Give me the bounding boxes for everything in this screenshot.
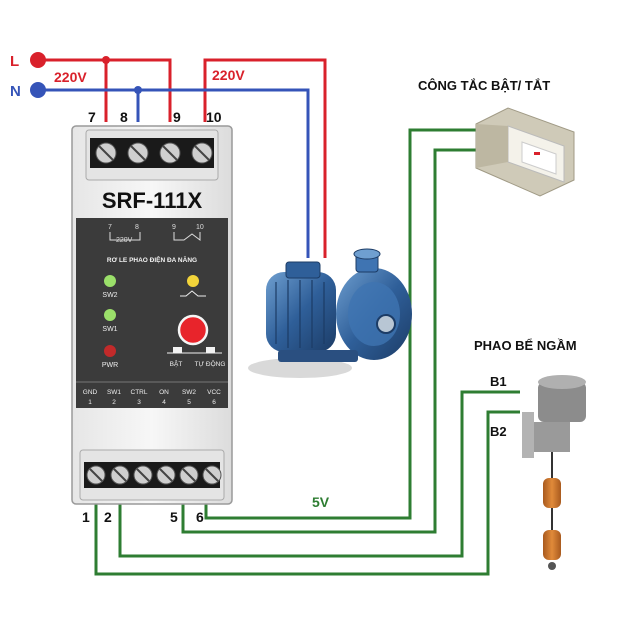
mode-auto-label: TỰ ĐỘNG (195, 359, 226, 368)
line-junction-dot (102, 56, 110, 64)
svg-text:2: 2 (112, 399, 116, 406)
neutral-wire (38, 88, 310, 258)
led-sw1-label: SW1 (102, 326, 117, 333)
bottom-pin-names: GND SW1 CTRL ON SW2 VCC 1 2 3 4 5 6 (83, 389, 221, 406)
led-pwr-label: PWR (102, 362, 118, 369)
terminal-number-9: 9 (173, 109, 181, 125)
diagram-voltage: 220V (116, 237, 133, 244)
terminal-number-10: 10 (206, 109, 222, 125)
led-sw2-label: SW2 (102, 292, 117, 299)
float-b2-label: B2 (490, 424, 507, 439)
neutral-junction-dot (134, 86, 142, 94)
svg-text:1: 1 (88, 399, 92, 406)
svg-text:VCC: VCC (207, 389, 221, 396)
mode-bat-label: BẬT (170, 359, 183, 368)
led-pump-status (187, 275, 199, 287)
svg-text:CTRL: CTRL (131, 389, 148, 396)
terminal-number-1: 1 (82, 509, 90, 525)
relay-subtitle: RƠ LE PHAO ĐIỆN ĐA NĂNG (107, 255, 197, 264)
water-pump (248, 248, 412, 378)
relay-front-panel (76, 218, 228, 408)
terminal-number-2: 2 (104, 509, 112, 525)
diagram-pin-9: 9 (172, 224, 176, 231)
float-switch (522, 375, 586, 570)
diagram-pin-8: 8 (135, 224, 139, 231)
line-label: L (10, 53, 19, 70)
neutral-terminal-dot (30, 82, 46, 98)
voltage-5v-label: 5V (312, 494, 330, 510)
float-b1-label: B1 (490, 374, 507, 389)
terminal-number-5: 5 (170, 509, 178, 525)
relay-module: SRF-111X 7 8 9 10 220V RƠ LE PHAO ĐIỆN Đ… (71, 125, 233, 505)
svg-text:5: 5 (187, 399, 191, 406)
float-label: PHAO BỂ NGẦM (474, 338, 577, 353)
svg-text:GND: GND (83, 389, 98, 396)
svg-text:ON: ON (159, 389, 169, 396)
wall-switch (475, 107, 575, 197)
terminal-number-7: 7 (88, 109, 96, 125)
diagram-pin-10: 10 (196, 224, 204, 231)
svg-text:4: 4 (162, 399, 166, 406)
diagram-pin-7: 7 (108, 224, 112, 231)
line-terminal-dot (30, 52, 46, 68)
relay-model-name: SRF-111X (102, 188, 203, 213)
neutral-label: N (10, 83, 21, 100)
svg-text:SW1: SW1 (107, 389, 121, 396)
terminal-number-8: 8 (120, 109, 128, 125)
svg-text:SW2: SW2 (182, 389, 196, 396)
led-sw1 (104, 309, 116, 321)
led-sw2 (104, 275, 116, 287)
terminal-number-6: 6 (196, 509, 204, 525)
voltage-right-label: 220V (212, 67, 245, 83)
svg-text:6: 6 (212, 399, 216, 406)
led-pwr (104, 345, 116, 357)
voltage-left-label: 220V (54, 69, 87, 85)
switch-label: CÔNG TẮC BẬT/ TẮT (418, 78, 550, 93)
red-button (177, 314, 209, 346)
svg-text:3: 3 (137, 399, 141, 406)
signal-wires (94, 128, 520, 576)
